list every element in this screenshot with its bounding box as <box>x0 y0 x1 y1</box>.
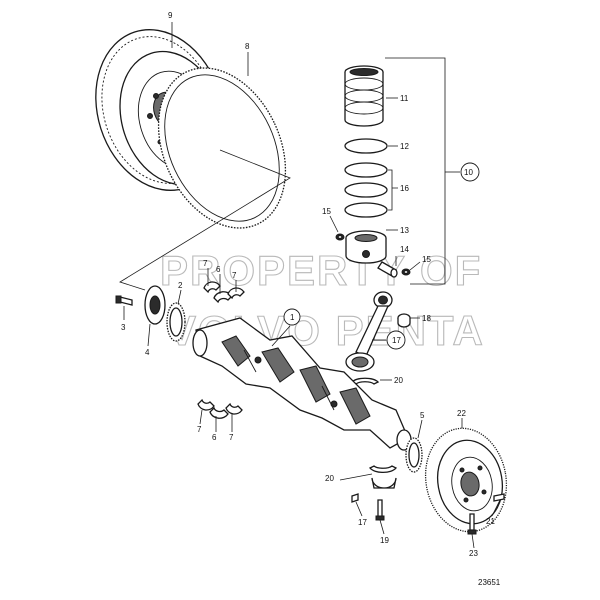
damper-bolt <box>467 513 477 535</box>
front-seal-hub <box>144 285 166 325</box>
callout-22: 22 <box>457 409 466 418</box>
callout-7-bottom-a: 7 <box>197 425 202 434</box>
callout-7-top-b: 7 <box>232 271 237 280</box>
ring-gear <box>157 67 287 229</box>
callout-18: 18 <box>422 314 431 323</box>
callout-3: 3 <box>121 323 126 332</box>
rod-bolt <box>375 499 385 521</box>
callout-14: 14 <box>400 245 409 254</box>
callout-7-top-a: 7 <box>203 259 208 268</box>
callout-6-bottom: 6 <box>212 433 217 442</box>
piston-pin <box>377 261 398 278</box>
callouts: 9 8 11 12 16 10 15 13 14 15 18 17 20 1 2… <box>121 11 495 558</box>
piston-rings <box>344 162 388 218</box>
callout-10: 10 <box>464 168 473 177</box>
crank-gear <box>166 302 186 342</box>
leader-lines <box>123 22 501 549</box>
callout-19: 19 <box>380 536 389 545</box>
callout-17-lower: 17 <box>358 518 367 527</box>
callout-20-upper: 20 <box>394 376 403 385</box>
rod-bearing-upper <box>350 377 380 385</box>
callout-12: 12 <box>400 142 409 151</box>
callout-15-right: 15 <box>422 255 431 264</box>
callout-7-bottom-b: 7 <box>229 433 234 442</box>
crankshaft <box>192 317 412 451</box>
connecting-rod <box>345 291 393 372</box>
callout-6-top: 6 <box>216 265 221 274</box>
group-bracket <box>385 57 446 285</box>
thrust-washers-lower <box>197 398 243 419</box>
rear-gear <box>405 437 423 473</box>
vibration-damper <box>424 427 508 533</box>
callout-13: 13 <box>400 226 409 235</box>
piston-ring-top <box>344 138 388 154</box>
circlip-right <box>401 268 411 276</box>
rod-cap <box>371 477 397 489</box>
front-screw <box>115 295 133 306</box>
callout-9: 9 <box>168 11 173 20</box>
callout-2: 2 <box>178 281 183 290</box>
callout-1: 1 <box>290 313 295 322</box>
rod-bearing-lower <box>368 465 398 474</box>
damper-screw <box>493 493 505 502</box>
callout-4: 4 <box>145 348 150 357</box>
small-end-bushing <box>397 313 411 328</box>
callout-10-ring <box>460 162 480 182</box>
piston <box>345 230 387 264</box>
cylinder-liner <box>344 65 384 127</box>
assembly-link-line <box>119 149 291 291</box>
callout-5: 5 <box>420 411 425 420</box>
callout-17-ring <box>386 330 406 350</box>
rod-nut <box>351 493 359 503</box>
callout-16: 16 <box>400 184 409 193</box>
callout-8: 8 <box>245 42 250 51</box>
callout-1-ring <box>283 308 301 326</box>
circlip-left <box>335 233 345 241</box>
callout-20-lower: 20 <box>325 474 334 483</box>
callout-17-circled: 17 <box>392 336 401 345</box>
drawing-number: 23651 <box>478 578 501 587</box>
callout-11: 11 <box>400 94 409 103</box>
callout-23: 23 <box>469 549 478 558</box>
callout-15-left: 15 <box>322 207 331 216</box>
callout-21: 21 <box>486 517 495 526</box>
